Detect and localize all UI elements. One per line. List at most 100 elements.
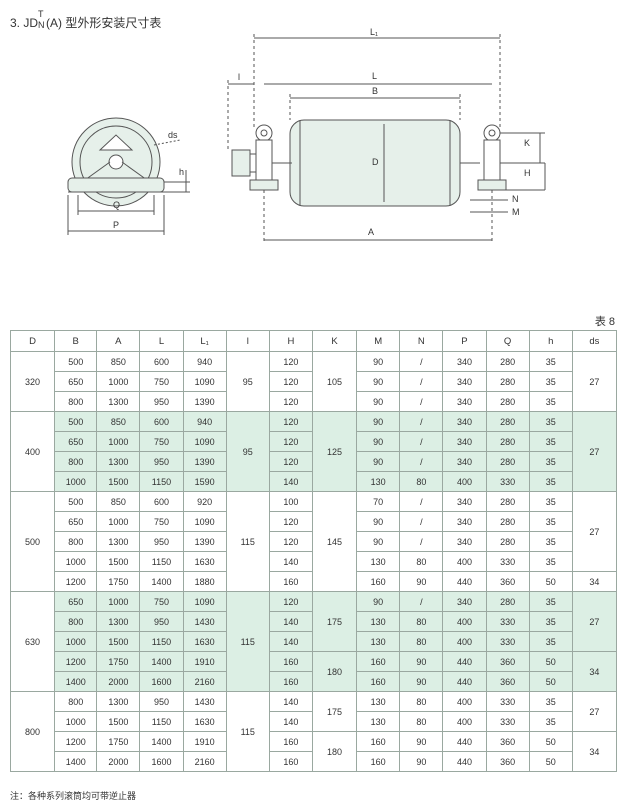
cell-L: 950 <box>139 451 184 472</box>
cell-h: 35 <box>528 551 573 572</box>
cell-L: 1150 <box>139 471 184 492</box>
cell-L1: 2160 <box>182 751 227 772</box>
cell-P: 340 <box>442 531 487 552</box>
cell-M: 90 <box>356 511 401 532</box>
cell-L1: 1090 <box>182 371 227 392</box>
side-view <box>67 117 190 235</box>
cell-B: 1000 <box>54 631 98 652</box>
cell-B: 1000 <box>54 711 98 732</box>
cell-L1: 920 <box>182 491 227 512</box>
cell-L1: 940 <box>182 351 227 372</box>
cell-M: 130 <box>356 631 401 652</box>
cell-A: 850 <box>96 411 141 432</box>
column-header: K <box>311 330 358 352</box>
cell-A: 1000 <box>96 591 141 612</box>
cell-H: 120 <box>268 451 313 472</box>
cell-L: 1400 <box>139 651 184 672</box>
cell-M: 130 <box>356 611 401 632</box>
cell-h: 35 <box>528 611 573 632</box>
cell-L1: 1430 <box>182 611 227 632</box>
cell-M: 130 <box>356 711 401 732</box>
column-header: ds <box>571 330 618 352</box>
label-P: P <box>113 220 119 230</box>
cell-ds: 34 <box>571 731 618 772</box>
cell-A: 1750 <box>96 571 141 592</box>
cell-l: 115 <box>225 691 270 772</box>
cell-h: 35 <box>528 591 573 612</box>
cell-A: 1500 <box>96 631 141 652</box>
cell-H: 140 <box>268 471 313 492</box>
column-header: L₁ <box>182 330 227 352</box>
cell-H: 120 <box>268 591 313 612</box>
cell-P: 400 <box>442 711 487 732</box>
cell-M: 90 <box>356 531 401 552</box>
cell-N: 90 <box>399 571 444 592</box>
cell-B: 500 <box>54 411 98 432</box>
cell-P: 440 <box>442 751 487 772</box>
label-L: L <box>372 71 377 81</box>
cell-L: 950 <box>139 691 184 712</box>
cell-A: 850 <box>96 491 141 512</box>
cell-L: 1400 <box>139 731 184 752</box>
cell-l: 115 <box>225 491 270 592</box>
cell-h: 35 <box>528 471 573 492</box>
cell-L1: 1430 <box>182 691 227 712</box>
cell-B: 1200 <box>54 731 98 752</box>
cell-l: 115 <box>225 591 270 692</box>
cell-B: 1000 <box>54 471 98 492</box>
title-sup: T <box>38 9 44 19</box>
cell-M: 160 <box>356 651 401 672</box>
cell-K: 180 <box>311 731 358 772</box>
cell-L1: 1090 <box>182 431 227 452</box>
cell-H: 160 <box>268 751 313 772</box>
cell-A: 1000 <box>96 431 141 452</box>
cell-B: 650 <box>54 431 98 452</box>
cell-K: 175 <box>311 591 358 652</box>
cell-D: 500 <box>9 491 56 592</box>
cell-P: 340 <box>442 491 487 512</box>
label-D: D <box>372 157 379 167</box>
title-suffix: (A) 型外形安装尺寸表 <box>46 16 162 30</box>
cell-L: 1400 <box>139 571 184 592</box>
cell-A: 1750 <box>96 651 141 672</box>
cell-B: 1000 <box>54 551 98 572</box>
cell-h: 35 <box>528 431 573 452</box>
label-L1: L₁ <box>370 27 378 37</box>
cell-L1: 1910 <box>182 731 227 752</box>
cell-ds: 27 <box>571 591 618 652</box>
cell-P: 400 <box>442 611 487 632</box>
cell-N: 80 <box>399 611 444 632</box>
cell-H: 120 <box>268 391 313 412</box>
front-view <box>227 34 546 244</box>
cell-P: 440 <box>442 671 487 692</box>
cell-h: 35 <box>528 411 573 432</box>
cell-K: 175 <box>311 691 358 732</box>
cell-N: 80 <box>399 711 444 732</box>
cell-h: 35 <box>528 511 573 532</box>
label-N: N <box>512 194 519 204</box>
cell-A: 1500 <box>96 551 141 572</box>
cell-L1: 1090 <box>182 591 227 612</box>
cell-A: 1300 <box>96 611 141 632</box>
label-H: H <box>524 168 531 178</box>
cell-M: 130 <box>356 551 401 572</box>
cell-K: 180 <box>311 651 358 692</box>
cell-L1: 1390 <box>182 451 227 472</box>
cell-L: 600 <box>139 491 184 512</box>
cell-Q: 280 <box>485 511 530 532</box>
cell-M: 90 <box>356 411 401 432</box>
cell-M: 70 <box>356 491 401 512</box>
cell-B: 650 <box>54 511 98 532</box>
cell-A: 1000 <box>96 371 141 392</box>
cell-M: 130 <box>356 471 401 492</box>
cell-N: 90 <box>399 671 444 692</box>
cell-ds: 34 <box>571 651 618 692</box>
